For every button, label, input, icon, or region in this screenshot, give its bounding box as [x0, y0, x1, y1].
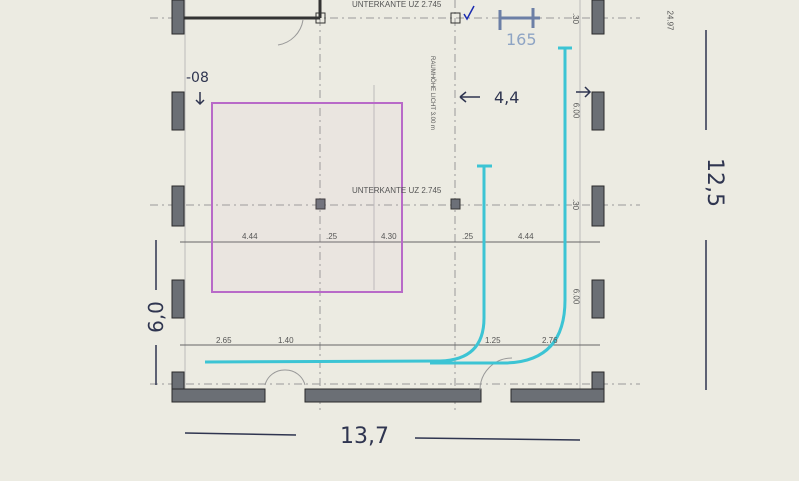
beam-label-middle: UNTERKANTE UZ 2.745 — [352, 186, 442, 195]
level-note: -08 — [186, 70, 209, 86]
pipe-runs — [204, 46, 572, 365]
dim-3: 4.30 — [381, 232, 397, 241]
dim-v2: 6.00 — [571, 288, 581, 305]
beam-label-top: UNTERKANTE UZ 2.745 — [352, 0, 442, 9]
dim-v3: 24.97 — [665, 10, 675, 31]
handwritten-165: 165 — [506, 30, 537, 49]
thin-lines — [184, 0, 581, 395]
dim-4: .25 — [462, 232, 474, 241]
door-swing — [277, 19, 304, 46]
dim-2: .25 — [326, 232, 338, 241]
dim-5: 4.44 — [518, 232, 534, 241]
marked-area — [211, 102, 403, 293]
dim-6: 2.65 — [216, 336, 232, 345]
dim-7: 1.40 — [278, 336, 294, 345]
columns — [315, 12, 461, 210]
height-left: 6,0 — [143, 301, 168, 333]
dim-v4: .30 — [571, 12, 581, 25]
dim-8: 1.25 — [485, 336, 501, 345]
dim-v5: .30 — [571, 198, 581, 211]
height-right: 12,5 — [701, 158, 727, 207]
room-height-note: RAUMHÖHE LICHT 3.00 m — [428, 56, 435, 130]
arrow-value: 4,4 — [494, 88, 520, 107]
dimension-lines — [180, 241, 600, 346]
wall-pillars — [171, 0, 605, 403]
width-bottom: 13,7 — [340, 424, 389, 449]
dim-1: 4.44 — [242, 232, 258, 241]
handwritten-marks — [155, 5, 707, 441]
dim-9: 2.76 — [542, 336, 558, 345]
dim-v1: 6.00 — [571, 102, 581, 119]
